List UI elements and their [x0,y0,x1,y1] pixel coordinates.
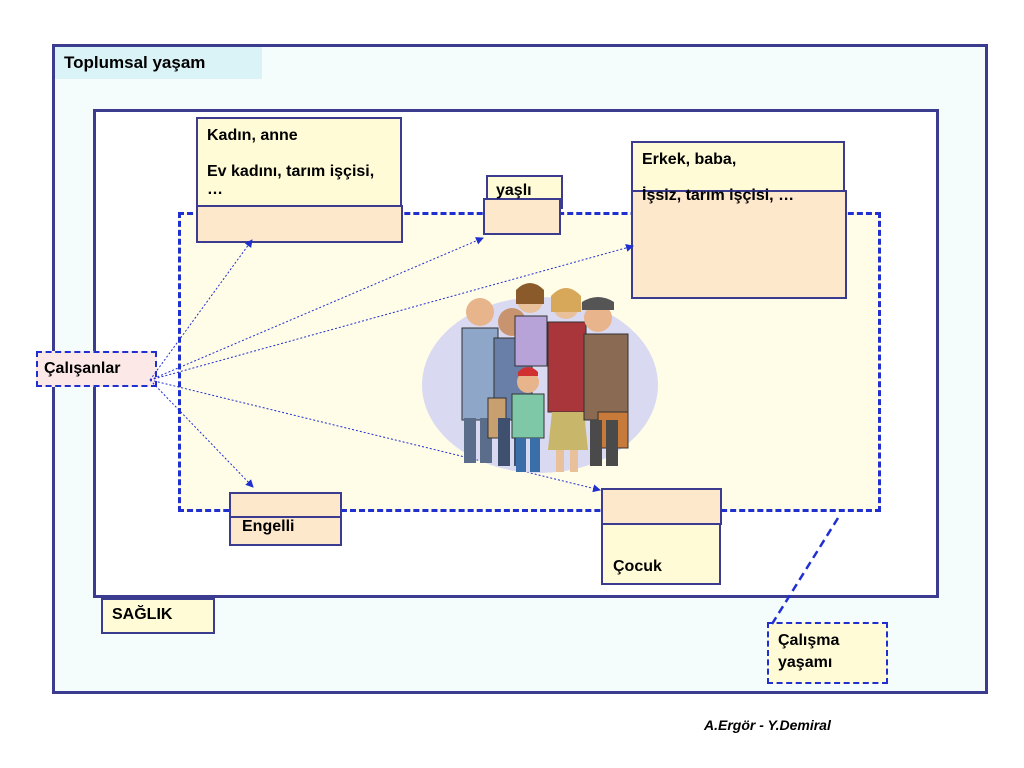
arrow-to-disabled [149,379,254,488]
child-bar [601,488,722,525]
elderly-label: yaşlı [496,182,532,199]
men-bar [631,190,847,299]
working-life-line2: yaşamı [778,654,833,671]
women-bar [196,205,403,243]
people-group-icon [422,283,658,473]
elderly-bar [483,198,561,235]
credit: A.Ergör - Y.Demiral [704,717,831,733]
working-life-line1: Çalışma [778,632,840,649]
arrow-to-women [149,239,253,381]
arrow-to-child [149,379,601,493]
disabled-divider [229,516,342,518]
social-life-title: Toplumsal yaşam [55,47,262,79]
child-label: Çocuk [613,558,662,575]
health-label: SAĞLIK [112,606,173,623]
workers-label: Çalışanlar [44,360,121,377]
men-roles: İşsiz, tarım işçisi, … [642,187,795,204]
women-roles: Ev kadını, tarım işçisi, … [207,163,375,199]
working-life-connector [770,517,840,625]
men-title: Erkek, baba, [642,151,737,168]
women-title: Kadın, anne [207,127,298,144]
workers-box [36,351,157,387]
arrow-to-elderly [149,237,484,381]
working-life-box [767,622,888,684]
health-label-box [101,598,215,634]
arrow-to-men [149,244,634,381]
disabled-label: Engelli [242,518,295,535]
disabled-box [229,492,342,546]
